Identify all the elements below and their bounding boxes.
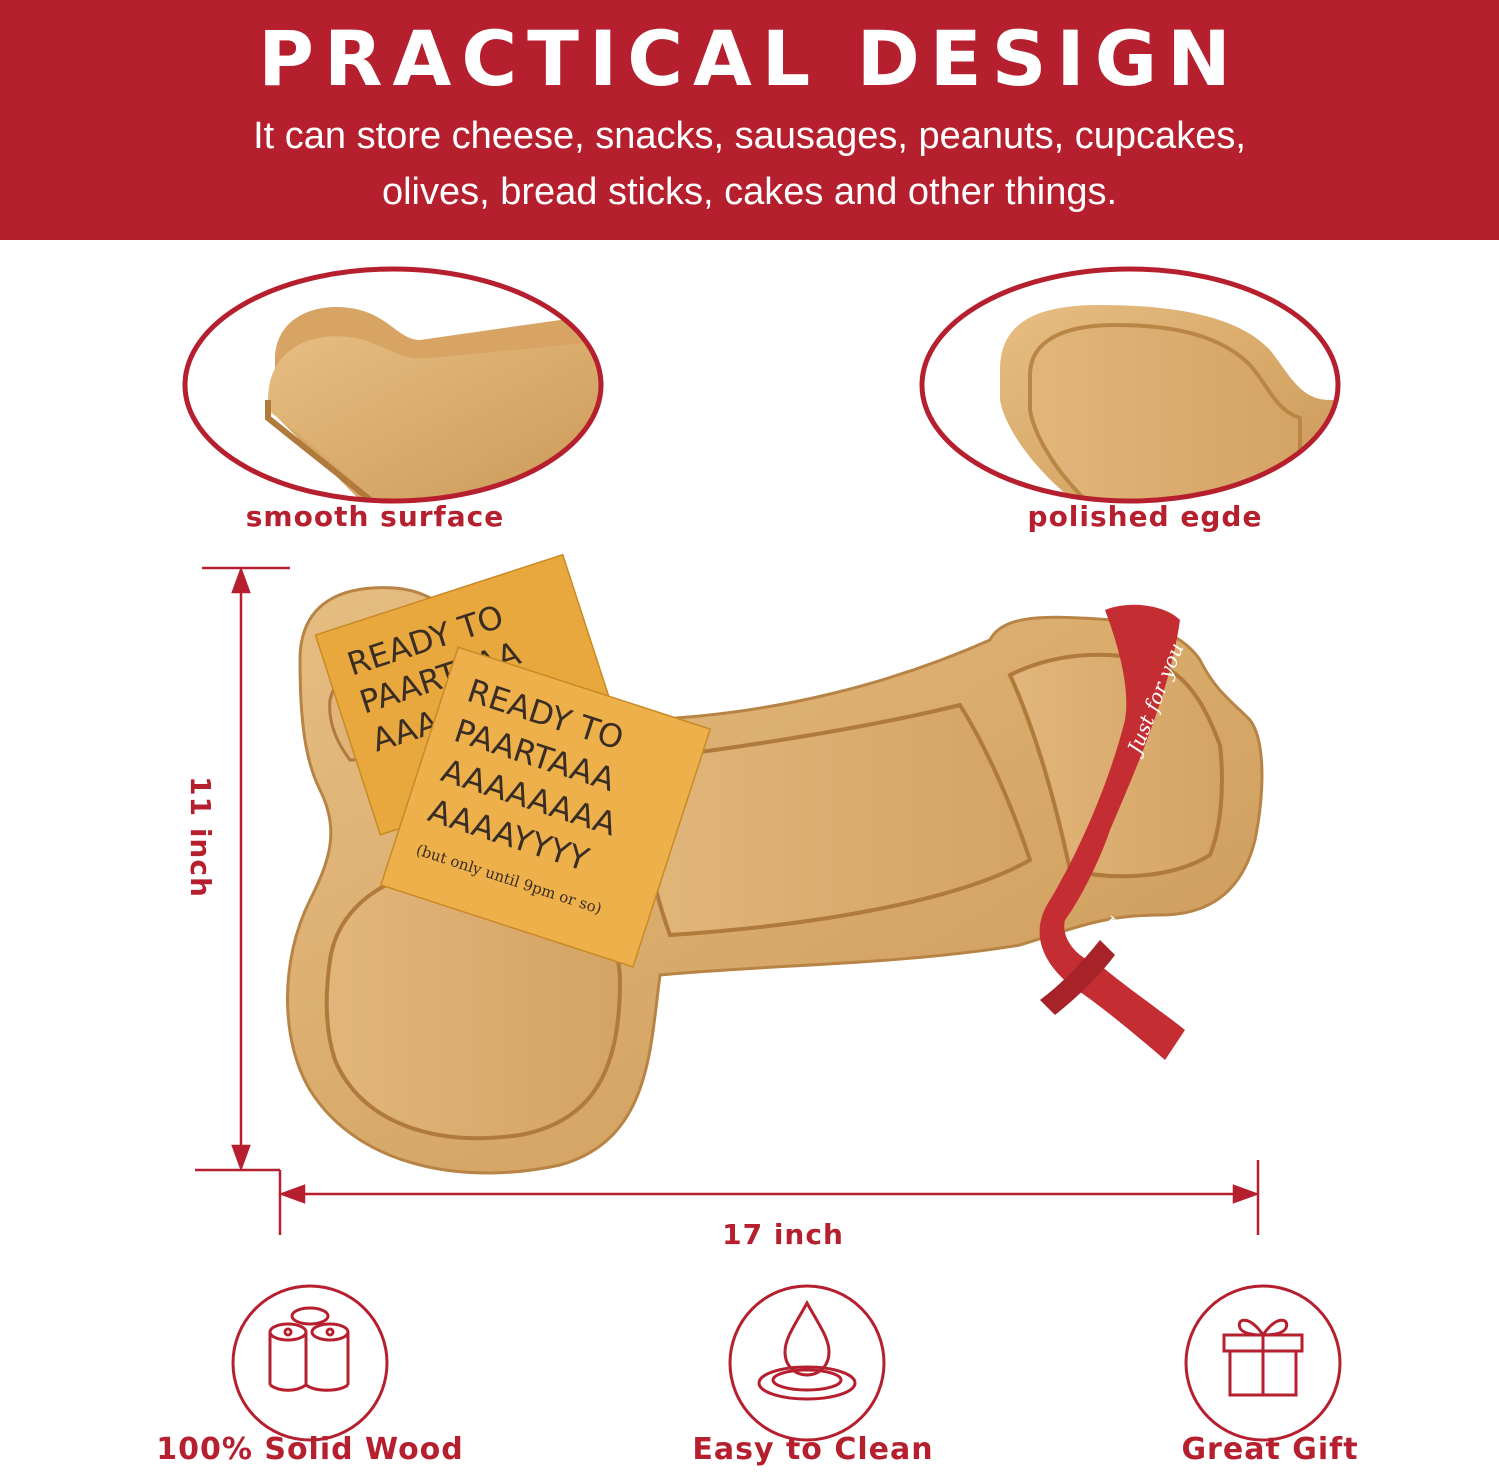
water-drop-icon bbox=[728, 1284, 886, 1442]
party-card-front: READY TO PAARTAAA AAAAAAAA AAAAYYYY (but… bbox=[380, 646, 712, 968]
page-title: PRACTICAL DESIGN bbox=[258, 14, 1241, 103]
smooth-surface-detail bbox=[182, 266, 604, 504]
smooth-surface-caption: smooth surface bbox=[245, 500, 505, 533]
banner-subtitle: It can store cheese, snacks, sausages, p… bbox=[0, 108, 1499, 220]
height-label: 11 inch bbox=[184, 776, 217, 898]
header-banner: PRACTICAL DESIGN It can store cheese, sn… bbox=[0, 0, 1499, 240]
polished-edge-detail bbox=[919, 266, 1341, 504]
width-label: 17 inch bbox=[722, 1218, 844, 1251]
polished-edge-caption: polished egde bbox=[1027, 500, 1263, 533]
subtitle-line-2: olives, bread sticks, cakes and other th… bbox=[381, 171, 1118, 213]
subtitle-line-1: It can store cheese, snacks, sausages, p… bbox=[253, 115, 1246, 157]
height-dimension bbox=[195, 566, 290, 1172]
feature-label-solid-wood: 100% Solid Wood bbox=[156, 1432, 464, 1467]
gift-box-icon bbox=[1184, 1284, 1342, 1442]
feature-label-easy-clean: Easy to Clean bbox=[692, 1432, 934, 1467]
wood-logs-icon bbox=[231, 1284, 389, 1442]
width-dimension bbox=[278, 1160, 1260, 1235]
feature-label-great-gift: Great Gift bbox=[1181, 1432, 1359, 1467]
